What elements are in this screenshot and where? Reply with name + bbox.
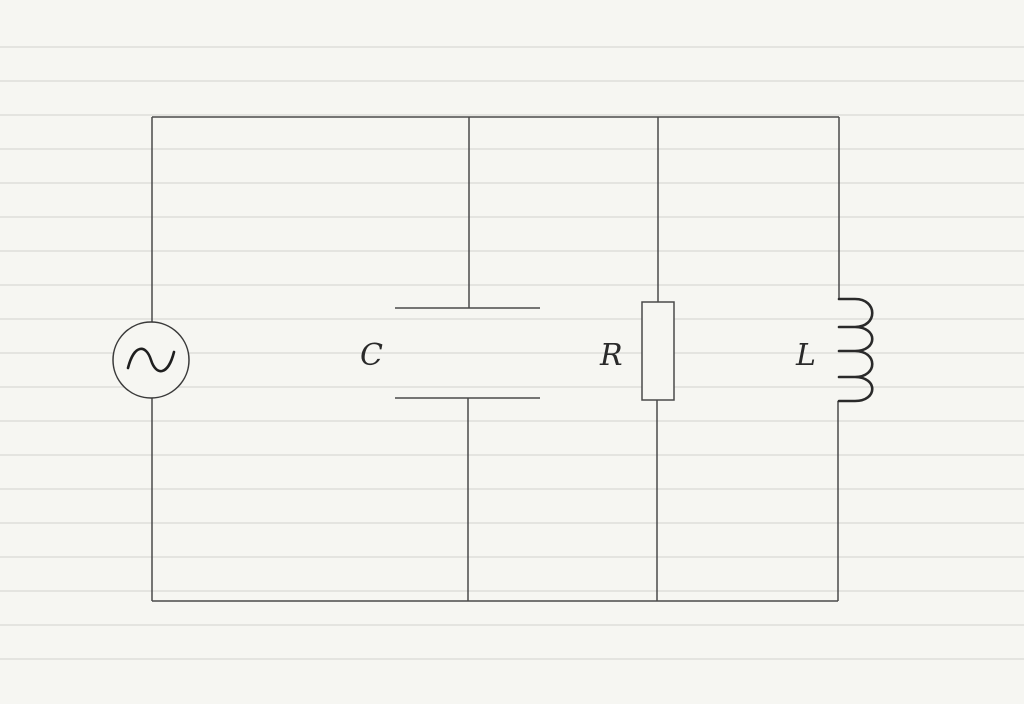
capacitor-label: C xyxy=(360,338,383,373)
resistor-body xyxy=(641,301,675,401)
wires xyxy=(151,116,840,602)
inductor: L xyxy=(795,297,874,403)
resistor-label: R xyxy=(599,338,623,373)
inductor-coil-icon xyxy=(837,297,874,403)
resistor: R xyxy=(599,301,675,401)
ac-voltage-source xyxy=(112,321,190,399)
inductor-label: L xyxy=(795,338,816,373)
sine-wave-icon xyxy=(126,347,176,373)
capacitor: C xyxy=(360,307,540,399)
